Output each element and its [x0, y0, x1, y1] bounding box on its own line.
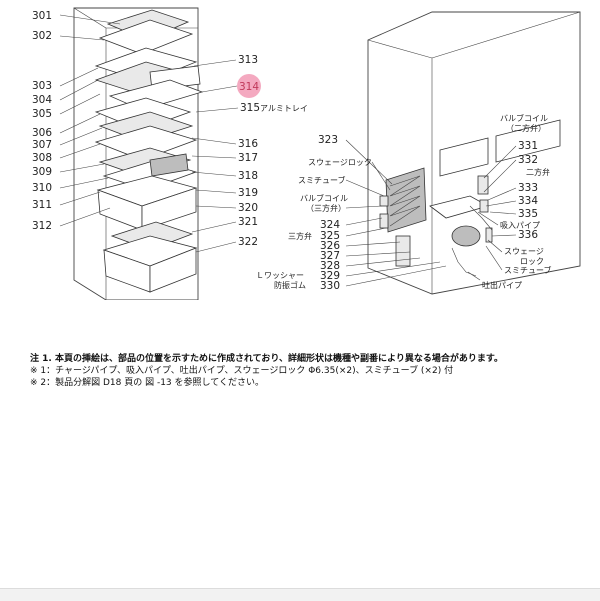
label-320: 320 — [238, 202, 258, 214]
label-319: 319 — [238, 187, 258, 199]
label-308: 308 — [32, 152, 52, 164]
fridge-cabinet-rear — [367, 11, 581, 295]
note-line-1: 注 1. 本頁の挿絵は、部品の位置を示すために作成されており、詳細形状は機種や副… — [30, 354, 503, 364]
label-329: 329 — [320, 270, 340, 282]
label-315: 315 — [240, 102, 260, 114]
label-324: 324 — [320, 219, 340, 231]
label-302: 302 — [32, 30, 52, 42]
label-335: 335 — [518, 208, 538, 220]
label-l-washer: Ｌワッシャー — [256, 271, 304, 280]
label-304: 304 — [32, 94, 52, 106]
label-318: 318 — [238, 170, 258, 182]
left-callouts: 301 302 303 304 305 306 307 308 309 310 … — [32, 10, 121, 232]
label-321: 321 — [238, 216, 258, 228]
note-line-3: ※ 2：製品分解図 D18 頁の 図 -13 を参照してください。 — [30, 378, 264, 388]
label-316: 316 — [238, 138, 258, 150]
label-315-name: アルミトレイ — [260, 104, 308, 113]
label-326: 326 — [320, 240, 340, 252]
label-309: 309 — [32, 166, 52, 178]
rear-left-callouts: 323 スウェージロック スミチューブ バルブコイル （三方弁） 324 三方弁… — [256, 134, 447, 292]
label-307: 307 — [32, 139, 52, 151]
right-callouts: 313 314 315 アルミトレイ 316 317 318 319 320 3… — [191, 54, 308, 253]
label-discharge-pipe: 吐出パイプ — [482, 280, 522, 290]
label-sumi-tube-left: スミチューブ — [298, 175, 346, 185]
label-305: 305 — [32, 108, 52, 120]
label-two-way-paren: （二方弁） — [506, 123, 546, 133]
label-valve-coil-right: バルブコイル — [500, 113, 548, 123]
label-valve-coil-left: バルブコイル — [300, 193, 348, 203]
label-two-way: 二方弁 — [526, 167, 550, 177]
label-330: 330 — [320, 280, 340, 292]
label-three-way-paren: （三方弁） — [306, 203, 346, 213]
label-333: 333 — [518, 182, 538, 194]
label-317: 317 — [238, 152, 258, 164]
label-336: 336 — [518, 229, 538, 241]
label-303: 303 — [32, 80, 52, 92]
rear-components — [379, 167, 493, 277]
label-322: 322 — [238, 236, 258, 248]
rear-right-callouts: バルブコイル （二方弁） 331 332 二方弁 333 334 335 吸入パ… — [467, 113, 552, 290]
label-323: 323 — [318, 134, 338, 146]
label-swage-lock-left: スウェージロック — [308, 158, 372, 167]
label-314: 314 — [239, 81, 259, 93]
label-327: 327 — [320, 250, 340, 262]
label-sumi-tube-right: スミチューブ — [504, 265, 552, 275]
label-306: 306 — [32, 127, 52, 139]
label-suction-pipe: 吸入パイプ — [500, 221, 540, 230]
notes: 注 1. 本頁の挿絵は、部品の位置を示すために作成されており、詳細形状は機種や副… — [30, 353, 590, 389]
label-312: 312 — [32, 220, 52, 232]
label-332: 332 — [518, 154, 538, 166]
label-swage-right-1: スウェージ — [504, 247, 544, 256]
label-325: 325 — [320, 230, 340, 242]
parts-diagram: 301 302 303 304 305 306 307 308 309 310 … — [32, 7, 581, 300]
note-line-2: ※ 1：チャージパイプ、吸入パイプ、吐出パイプ、スウェージロック Φ6.35(×… — [30, 366, 454, 376]
footer-bar — [0, 588, 600, 601]
label-334: 334 — [518, 195, 538, 207]
label-rubber: 防振ゴム — [274, 280, 306, 290]
label-313: 313 — [238, 54, 258, 66]
label-three-way: 三方弁 — [288, 231, 312, 241]
label-310: 310 — [32, 182, 52, 194]
label-331: 331 — [518, 140, 538, 152]
highlight-circle — [237, 74, 261, 98]
label-swage-right-2: ロック — [520, 257, 544, 266]
label-301: 301 — [32, 10, 52, 22]
fridge-internal-parts — [94, 9, 204, 293]
label-328: 328 — [320, 260, 340, 272]
label-311: 311 — [32, 199, 52, 211]
